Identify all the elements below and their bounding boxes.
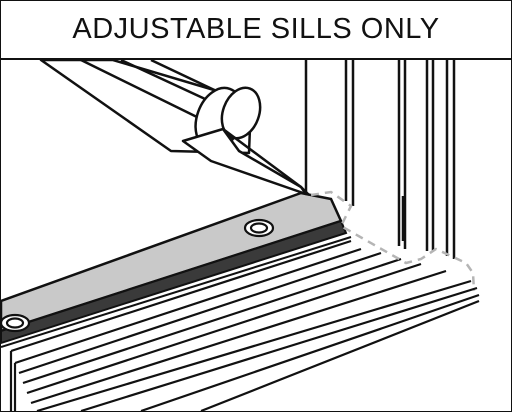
door-jamb bbox=[304, 60, 456, 259]
panel-title: ADJUSTABLE SILLS ONLY bbox=[1, 1, 511, 60]
screw-plug bbox=[1, 218, 275, 333]
sill-deck bbox=[9, 239, 480, 411]
caulk-gun-icon bbox=[39, 60, 310, 196]
sill-illustration bbox=[1, 60, 480, 411]
sealant-path bbox=[310, 190, 476, 292]
